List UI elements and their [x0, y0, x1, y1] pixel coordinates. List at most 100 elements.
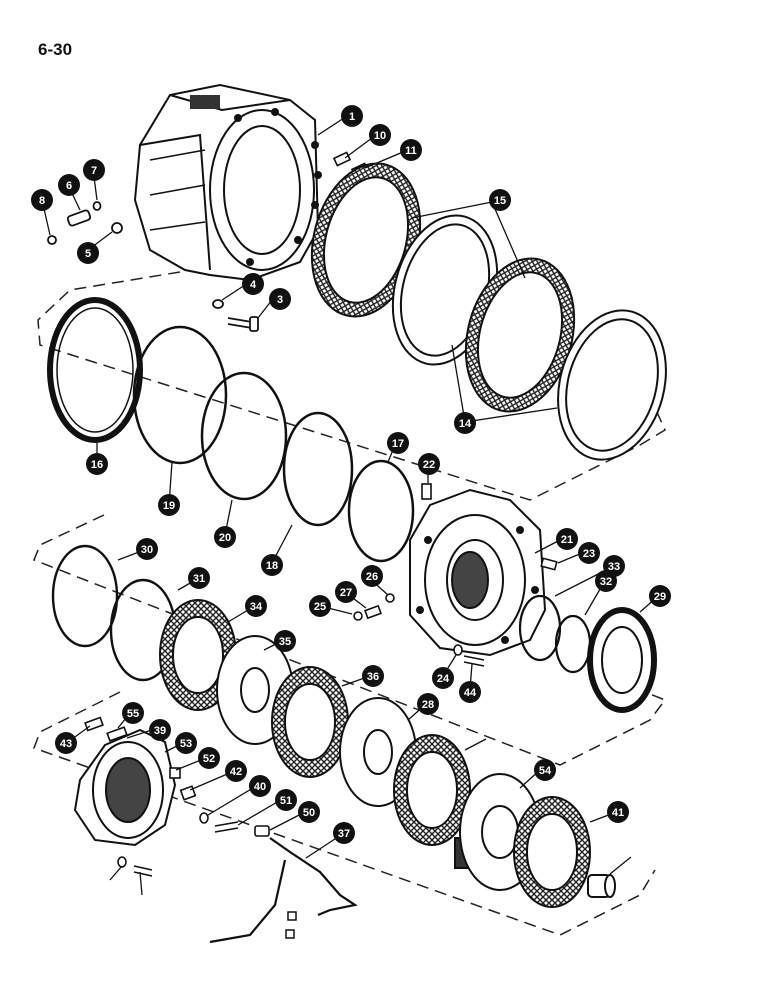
callout-bubble	[400, 139, 422, 161]
callout-bubble	[607, 801, 629, 823]
small-fittings-lower	[169, 767, 270, 837]
callout-label: 22	[423, 459, 435, 471]
pipe-fittings	[285, 911, 297, 939]
callout-label: 51	[280, 795, 292, 807]
seal-29	[587, 607, 657, 713]
callout-label: 8	[39, 195, 45, 207]
callout-label: 14	[459, 418, 472, 430]
callout-3: 3	[269, 288, 291, 310]
callout-label: 44	[464, 687, 477, 699]
callout-bubble	[556, 528, 578, 550]
callout-bubble	[149, 719, 171, 741]
callout-19: 19	[158, 494, 180, 516]
callout-label: 52	[203, 753, 215, 765]
callout-bubble	[417, 693, 439, 715]
callout-bubble	[298, 801, 320, 823]
callout-label: 35	[279, 636, 291, 648]
callout-label: 34	[250, 601, 263, 613]
callout-39: 39	[149, 719, 171, 741]
callout-bubble	[362, 665, 384, 687]
callout-bubble	[55, 732, 77, 754]
callout-label: 4	[250, 279, 257, 291]
callout-label: 25	[314, 601, 326, 613]
callout-5: 5	[77, 242, 99, 264]
callout-bubble	[361, 565, 383, 587]
callout-bubble	[309, 595, 331, 617]
callout-bubble	[83, 159, 105, 181]
callout-bubble	[122, 702, 144, 724]
lube-pipe-50	[209, 837, 358, 944]
callout-35: 35	[274, 630, 296, 652]
callout-label: 55	[127, 708, 139, 720]
callout-label: 43	[60, 738, 72, 750]
callout-label: 20	[219, 532, 231, 544]
callout-bubble	[454, 412, 476, 434]
callout-bubble	[275, 789, 297, 811]
callout-44: 44	[459, 681, 481, 703]
callout-37: 37	[333, 822, 355, 844]
callout-6: 6	[58, 174, 80, 196]
callout-1: 1	[341, 105, 363, 127]
callout-label: 3	[277, 294, 283, 306]
callout-55: 55	[122, 702, 144, 724]
callout-50: 50	[298, 801, 320, 823]
callout-label: 1	[349, 111, 355, 123]
callout-bubble	[534, 759, 556, 781]
callout-bubble	[136, 538, 158, 560]
callout-label: 54	[539, 765, 552, 777]
callout-bubble	[188, 567, 210, 589]
callout-label: 41	[612, 807, 624, 819]
callout-bubble	[249, 775, 271, 797]
callout-28: 28	[417, 693, 439, 715]
dowel-pin-23	[540, 557, 558, 571]
callout-8: 8	[31, 189, 53, 211]
callout-label: 26	[366, 571, 378, 583]
callout-43: 43	[55, 732, 77, 754]
callout-bubble	[459, 681, 481, 703]
callout-bubble	[58, 174, 80, 196]
callout-24: 24	[432, 667, 454, 689]
bolt-and-washer-41-42	[117, 856, 153, 877]
callout-bubble	[335, 581, 357, 603]
callout-53: 53	[175, 732, 197, 754]
callout-label: 10	[374, 130, 386, 142]
lower-group-outline	[33, 691, 656, 936]
callout-label: 28	[422, 699, 434, 711]
callout-label: 40	[254, 781, 266, 793]
callout-bubble	[387, 432, 409, 454]
small-fittings-left	[47, 201, 123, 245]
callout-label: 53	[180, 738, 192, 750]
callout-label: 32	[600, 576, 612, 588]
callout-25: 25	[309, 595, 331, 617]
callout-23: 23	[578, 542, 600, 564]
callout-bubble	[578, 542, 600, 564]
callout-20: 20	[214, 526, 236, 548]
callout-label: 50	[303, 807, 315, 819]
clutch-housing-21	[409, 488, 547, 657]
callout-bubble	[649, 585, 671, 607]
callout-27: 27	[335, 581, 357, 603]
callout-label: 23	[583, 548, 595, 560]
callout-label: 21	[561, 534, 573, 546]
callout-bubble	[214, 526, 236, 548]
rings-30-31	[51, 544, 177, 682]
callout-bubble	[225, 760, 247, 782]
callout-bubble	[175, 732, 197, 754]
callout-51: 51	[275, 789, 297, 811]
callout-label: 31	[193, 573, 205, 585]
callout-22: 22	[418, 453, 440, 475]
piston-and-seal-rings	[47, 297, 415, 563]
callout-14: 14	[454, 412, 476, 434]
bolts-24-28	[353, 593, 485, 667]
callout-7: 7	[83, 159, 105, 181]
callout-label: 42	[230, 766, 242, 778]
friction-disc-36-lower	[513, 796, 591, 908]
callout-30: 30	[136, 538, 158, 560]
callout-label: 11	[405, 145, 417, 157]
callout-52: 52	[198, 747, 220, 769]
callout-34: 34	[245, 595, 267, 617]
callout-29: 29	[649, 585, 671, 607]
cover-39	[73, 728, 177, 847]
callout-label: 39	[154, 725, 166, 737]
callout-15: 15	[489, 189, 511, 211]
